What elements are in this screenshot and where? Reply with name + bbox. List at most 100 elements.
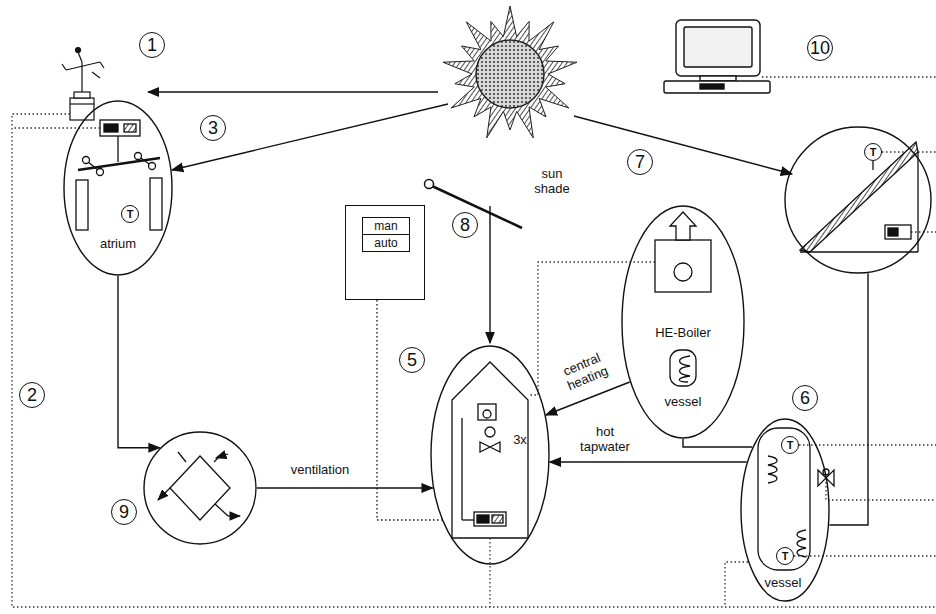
- sun-rays: [489, 206, 490, 343]
- control-wires: [762, 76, 936, 77]
- connector: [377, 300, 442, 520]
- vessel-internals: [758, 428, 834, 570]
- weather-station: [62, 64, 66, 70]
- weather-station: [100, 62, 104, 68]
- sun-disc: [476, 40, 544, 108]
- temperature-sensor: T: [776, 547, 794, 565]
- heat-recovery-unit: [228, 515, 240, 516]
- connector-label: central heating: [553, 347, 616, 396]
- solar-collector: [872, 161, 873, 170]
- atrium-roof-control: [76, 120, 162, 230]
- connector-label: hot tapwater: [575, 425, 635, 455]
- sun-rays: [148, 91, 438, 92]
- building-house: [474, 512, 506, 526]
- sun: [443, 6, 577, 138]
- temperature-sensor: T: [781, 436, 799, 454]
- heat-recovery-unit: [170, 456, 230, 520]
- control-wires: [12, 127, 100, 128]
- weather-station: [76, 48, 81, 53]
- boiler-burner: [655, 212, 711, 386]
- atrium-roof-control: [150, 178, 162, 230]
- boiler-burner: [679, 356, 690, 382]
- atrium-roof-control: [100, 120, 140, 136]
- control-wires: [725, 562, 748, 607]
- sun-shade: [425, 180, 434, 189]
- temperature-sensor: T: [121, 205, 139, 223]
- sun-rays: [443, 6, 577, 138]
- node-outline: [784, 126, 932, 274]
- atrium-roof-control: [135, 153, 142, 160]
- switch-option: auto: [362, 234, 410, 252]
- solar-collector: [917, 152, 918, 252]
- weather-station: [92, 72, 100, 78]
- callout-number: 1: [139, 32, 165, 58]
- atrium-roof-control: [97, 169, 104, 176]
- callout-number: 6: [792, 385, 818, 411]
- weather-station: [62, 48, 104, 121]
- boiler-burner: [655, 240, 711, 292]
- callout-number: 7: [627, 149, 653, 175]
- control-wires: [794, 555, 936, 556]
- computer: [700, 84, 724, 89]
- solar-collector: [800, 142, 918, 252]
- callout-number: 2: [19, 382, 45, 408]
- node-label: vessel: [765, 576, 802, 591]
- atrium-roof-control: [76, 180, 88, 230]
- building-house: [480, 442, 500, 452]
- callout-number: 9: [111, 499, 137, 525]
- control-wires: [12, 77, 936, 607]
- building-house: [485, 427, 495, 437]
- sun-rays: [172, 104, 448, 170]
- node-outline: [622, 206, 744, 438]
- boiler-burner: [674, 263, 692, 281]
- heat-recovery-unit: [158, 452, 240, 520]
- connector: [118, 276, 160, 448]
- boiler-ellipse: HE-Boilervessel: [621, 205, 745, 439]
- building-house: [462, 519, 474, 520]
- control-wires: [826, 478, 936, 500]
- node-label: atrium: [100, 237, 136, 252]
- node-outline: [785, 127, 931, 273]
- sun-rays: [574, 116, 792, 174]
- heat-recovery-unit: [215, 504, 228, 516]
- weather-station: [78, 52, 82, 62]
- connector: [257, 487, 433, 488]
- node-label: vessel: [665, 395, 702, 410]
- callout-number: 3: [200, 115, 226, 141]
- solar-collector: [888, 228, 898, 236]
- control-wires: [12, 114, 936, 607]
- building-house: [452, 362, 528, 538]
- boiler-burner: [670, 212, 696, 240]
- vessel-internals: [797, 530, 806, 557]
- part-label: sun shade: [530, 167, 574, 197]
- weather-station: [70, 98, 94, 120]
- callout-number: 5: [399, 347, 425, 373]
- node-outline: [431, 346, 549, 564]
- switch-option: man: [362, 217, 410, 235]
- heat-recovery-unit: [216, 454, 228, 458]
- building-house: [492, 515, 503, 523]
- building-house: [477, 515, 489, 523]
- computer: [676, 20, 760, 76]
- ventilation-unit-circle: 9: [143, 431, 257, 545]
- atrium-roof-control: [104, 124, 118, 132]
- valve-count: 3x: [513, 433, 527, 448]
- connector: [683, 439, 752, 447]
- solar-collector: [885, 225, 911, 239]
- atrium-roof-control: [83, 157, 90, 164]
- building-house: [452, 362, 528, 538]
- solar-collector: [800, 251, 918, 252]
- callout-number: 8: [452, 212, 478, 238]
- building-ellipse: 53x: [430, 345, 550, 565]
- temperature-sensor: T: [864, 143, 882, 161]
- weather-station: [70, 103, 94, 104]
- node-outline: [64, 101, 172, 275]
- connector: [829, 273, 868, 525]
- boiler-burner: [670, 350, 696, 386]
- mode-switch-box: manauto: [345, 205, 425, 300]
- heat-recovery-unit: [178, 452, 186, 462]
- weather-station: [66, 62, 100, 70]
- callout-number: 10: [807, 35, 833, 61]
